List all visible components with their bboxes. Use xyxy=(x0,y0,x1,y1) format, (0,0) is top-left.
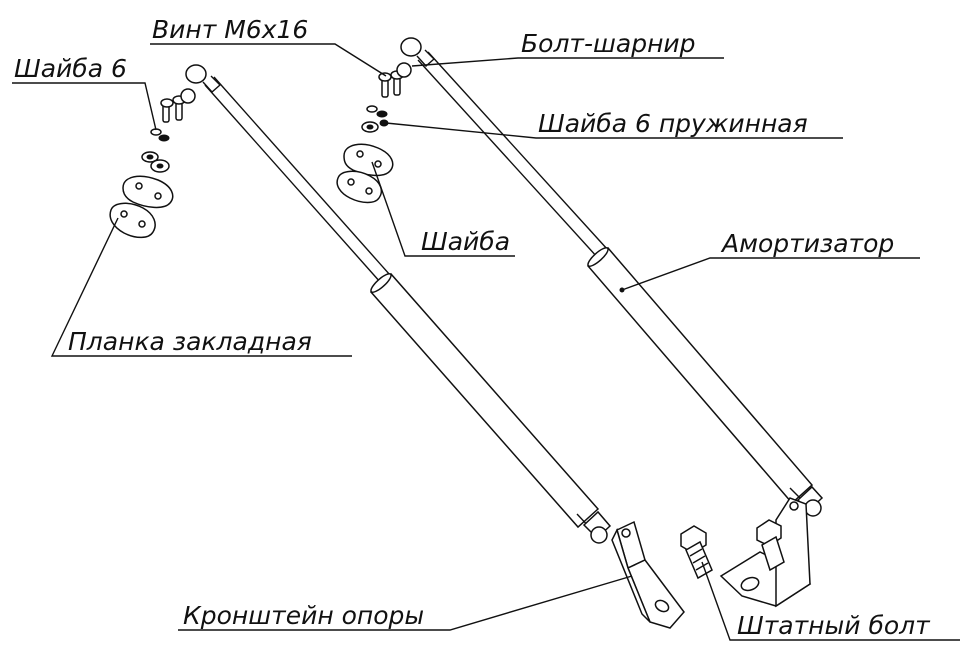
left-screws-icon xyxy=(160,88,196,123)
label-stock-bolt: Штатный болт xyxy=(701,561,960,641)
left-strut-rod xyxy=(204,76,391,284)
stock-bolt-icon xyxy=(680,525,713,580)
label-screw-text: Винт M6x16 xyxy=(152,15,308,44)
label-bracket: Кронштейн опоры xyxy=(178,575,633,631)
left-strut-bottom-ball xyxy=(582,510,612,544)
left-strut-cylinder xyxy=(369,272,600,531)
right-strut-top-ball xyxy=(400,37,436,67)
left-strut-top-ball xyxy=(185,64,222,93)
right-washer-plate-icon xyxy=(343,143,394,177)
label-stock-bolt-text: Штатный болт xyxy=(737,611,931,640)
label-insert-plate-text: Планка закладная xyxy=(68,327,312,356)
right-insert-plate-icon xyxy=(336,170,382,204)
label-ball-bolt: Болт-шарнир xyxy=(411,29,724,67)
right-strut-cylinder xyxy=(586,246,814,505)
right-bracket-icon xyxy=(719,497,812,608)
right-screws-icon xyxy=(378,62,412,98)
label-washer6-text: Шайба 6 xyxy=(14,54,127,83)
label-spring-washer: Шайба 6 пружинная xyxy=(385,109,843,139)
left-washers-icon xyxy=(141,128,170,173)
label-insert-plate: Планка закладная xyxy=(50,217,352,357)
label-washer6: Шайба 6 xyxy=(12,54,157,131)
label-bracket-text: Кронштейн опоры xyxy=(183,601,424,630)
label-shock-text: Амортизатор xyxy=(720,229,894,258)
left-washer-plate-icon xyxy=(122,175,174,209)
label-screw: Винт M6x16 xyxy=(150,15,387,77)
left-bracket-icon xyxy=(611,520,685,629)
label-washer: Шайба xyxy=(371,161,515,257)
label-shock: Амортизатор xyxy=(619,229,920,293)
label-spring-washer-text: Шайба 6 пружинная xyxy=(538,109,808,138)
left-insert-plate-icon xyxy=(109,202,156,239)
label-washer-text: Шайба xyxy=(421,227,510,256)
label-ball-bolt-text: Болт-шарнир xyxy=(521,29,696,58)
left-gas-strut xyxy=(185,64,612,544)
right-strut-rod xyxy=(417,51,609,259)
right-washers-icon xyxy=(361,105,389,133)
